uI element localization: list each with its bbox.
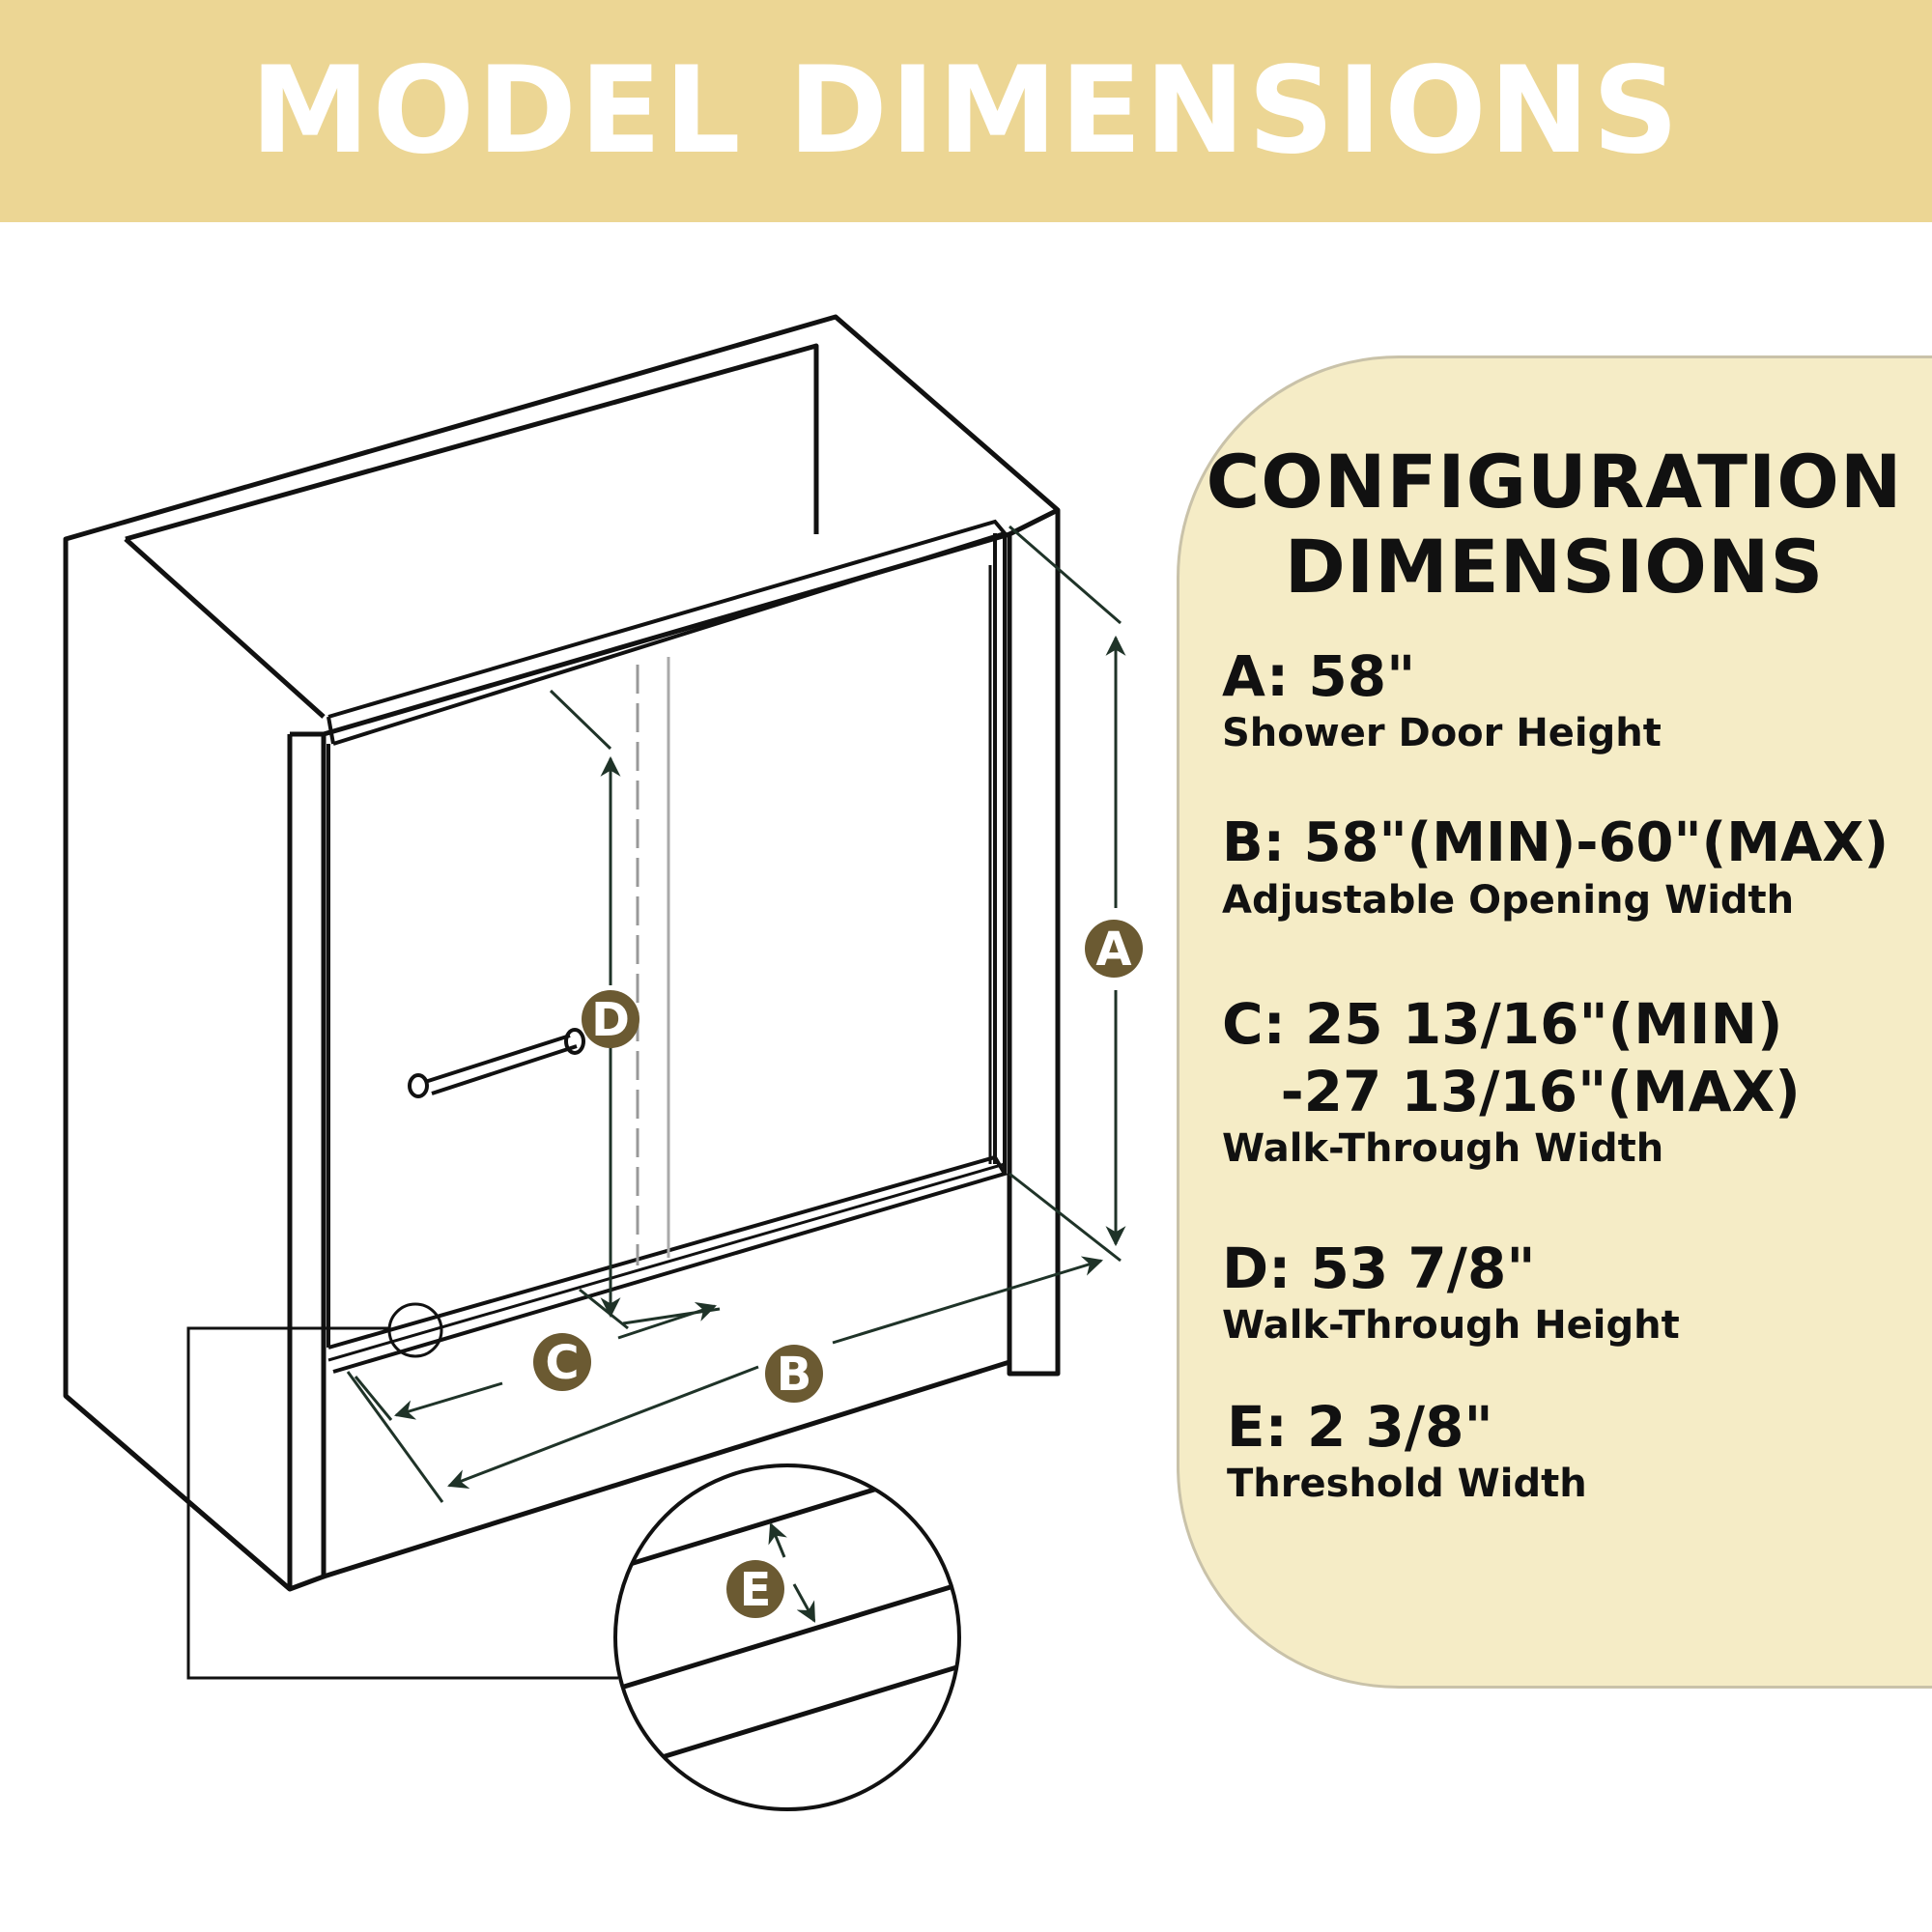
spec-d-desc: Walk-Through Height: [1222, 1303, 1680, 1348]
spec-c-desc: Walk-Through Width: [1222, 1126, 1664, 1171]
spec-a: A: 58" Shower Door Height: [1222, 642, 1662, 756]
svg-text:B: B: [777, 1348, 812, 1402]
spec-b-desc: Adjustable Opening Width: [1222, 878, 1795, 923]
spec-e: E: 2 3/8" Threshold Width: [1227, 1393, 1587, 1507]
svg-text:A: A: [1095, 923, 1131, 977]
badge-b: B: [765, 1345, 823, 1403]
badge-d: D: [582, 990, 639, 1048]
spec-c-value: C: 25 13/16"(MIN): [1222, 991, 1783, 1057]
header-banner: MODEL DIMENSIONS: [0, 0, 1932, 222]
dimension-lines: [346, 525, 1126, 1503]
badge-a: A: [1085, 920, 1143, 978]
spec-b-value: B: 58"(MIN)-60"(MAX): [1222, 811, 1889, 874]
spec-d-value: D: 53 7/8": [1222, 1236, 1536, 1301]
badge-e: E: [726, 1560, 784, 1618]
config-title-line1: CONFIGURATION: [1206, 439, 1903, 525]
config-title: CONFIGURATION DIMENSIONS: [1177, 440, 1932, 610]
spec-a-desc: Shower Door Height: [1222, 711, 1662, 755]
svg-text:C: C: [545, 1336, 579, 1390]
spec-b: B: 58"(MIN)-60"(MAX) Adjustable Opening …: [1222, 810, 1889, 923]
config-panel: [1177, 355, 1932, 1689]
door-panels: [327, 519, 1009, 1374]
threshold-detail-callout: [186, 1302, 961, 1811]
page-title: MODEL DIMENSIONS: [250, 42, 1682, 181]
spec-c: C: 25 13/16"(MIN) -27 13/16"(MAX) Walk-T…: [1222, 990, 1801, 1172]
spec-e-value: E: 2 3/8": [1227, 1394, 1493, 1460]
towel-bar: [408, 1028, 585, 1098]
enclosure-frame: [63, 314, 1061, 1592]
spec-c-value-max: -27 13/16"(MAX): [1222, 1059, 1801, 1124]
spec-e-desc: Threshold Width: [1227, 1462, 1587, 1506]
svg-text:D: D: [591, 993, 630, 1047]
spec-a-value: A: 58": [1222, 643, 1416, 709]
spec-d: D: 53 7/8" Walk-Through Height: [1222, 1235, 1680, 1349]
badge-c: C: [533, 1333, 591, 1391]
svg-text:E: E: [740, 1563, 772, 1617]
config-title-line2: DIMENSIONS: [1284, 524, 1825, 610]
